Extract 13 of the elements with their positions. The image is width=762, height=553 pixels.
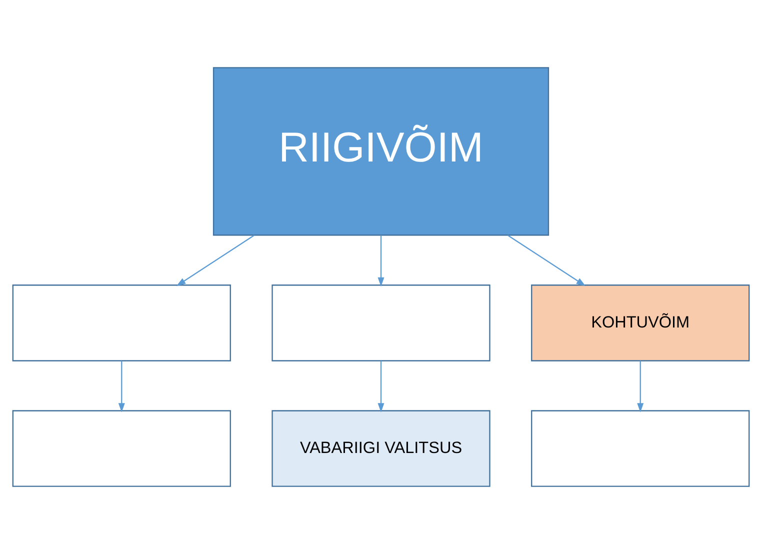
arrow: [118, 360, 125, 412]
arrow: [637, 360, 644, 412]
node-box: RIIGIVÕIM: [212, 66, 550, 236]
node-box: VABARIIGI VALITSUS: [272, 410, 490, 486]
node-box: KOHTUVÕIM: [531, 284, 750, 361]
node-box: [531, 410, 750, 486]
arrow: [176, 234, 255, 286]
node-box: [272, 284, 490, 361]
arrow: [507, 234, 586, 286]
arrow: [378, 360, 384, 412]
node-box: [12, 410, 231, 486]
arrow: [378, 234, 384, 286]
node-box: [12, 284, 231, 361]
